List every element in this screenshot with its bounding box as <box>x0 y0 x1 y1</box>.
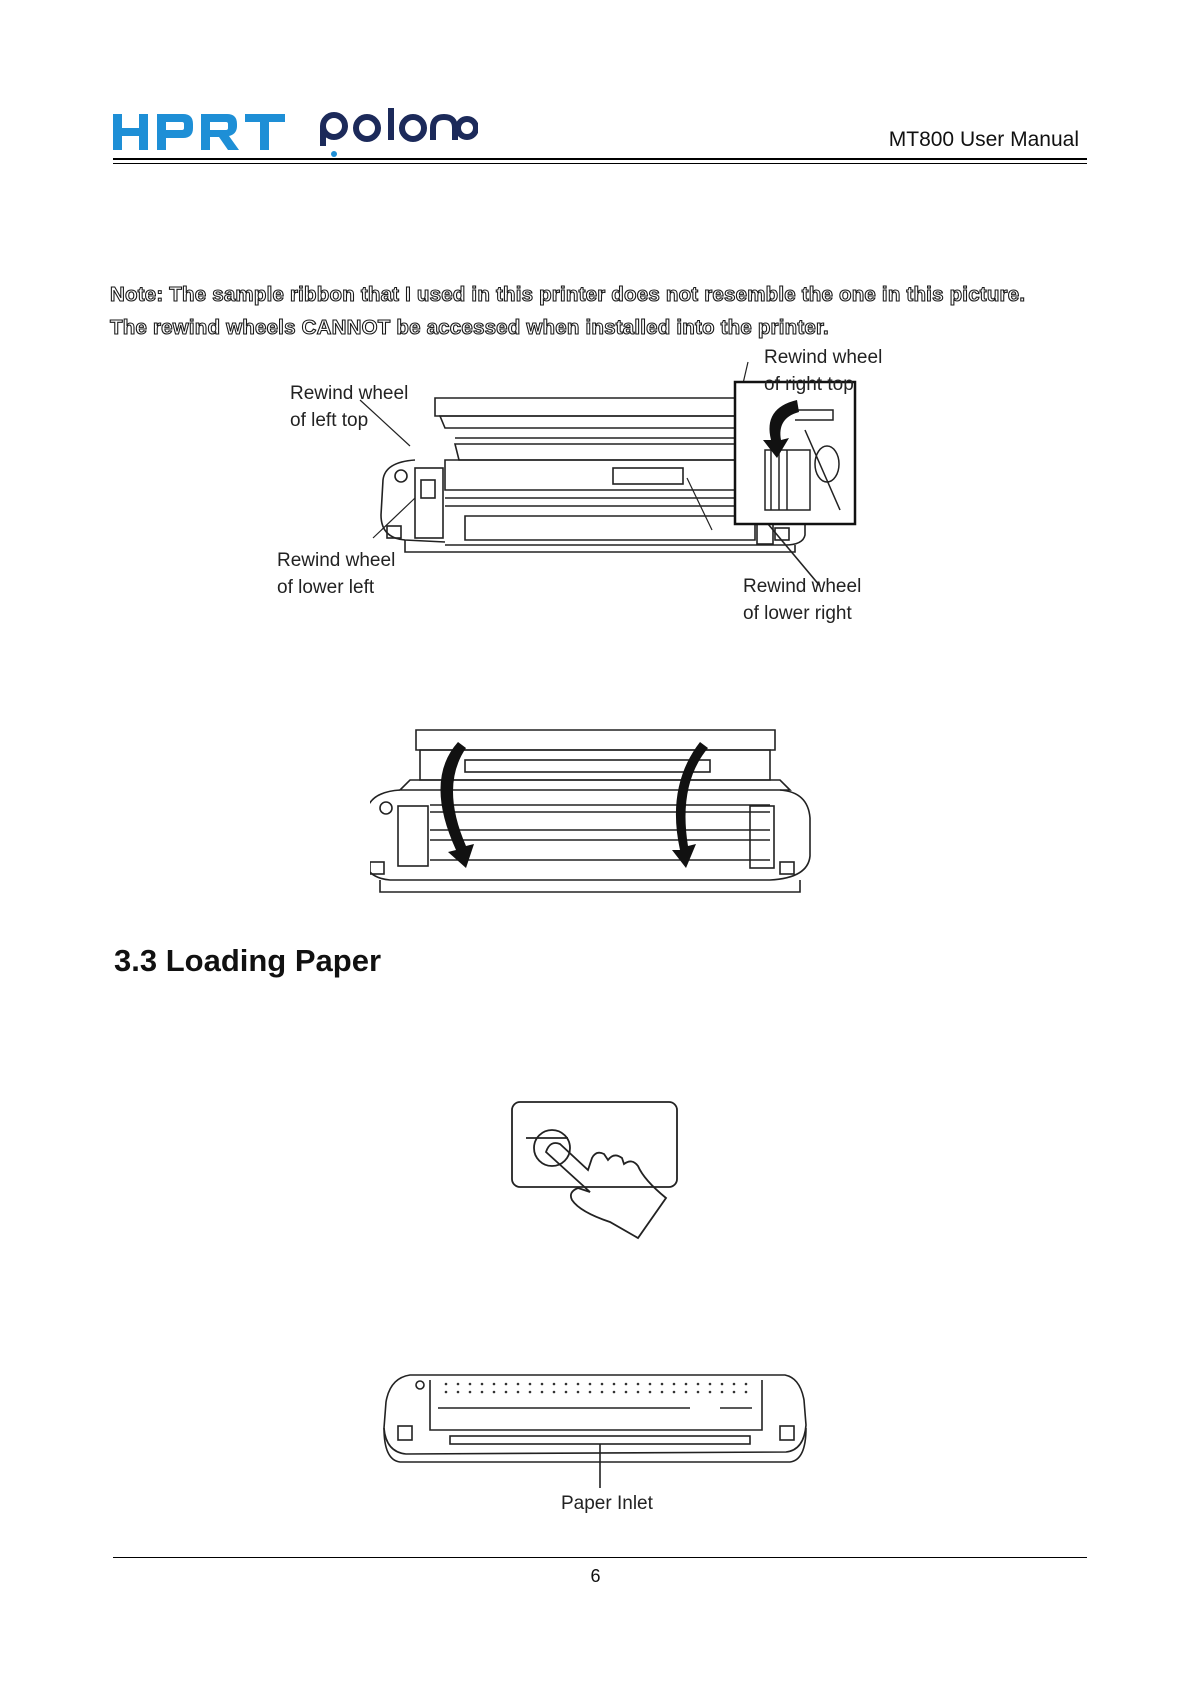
printer-front-illustration <box>383 1374 807 1488</box>
label-paper-inlet: Paper Inlet <box>561 1493 653 1514</box>
power-button-panel <box>511 1101 678 1188</box>
manual-title: MT800 User Manual <box>888 128 1079 151</box>
polono-logo <box>320 108 478 157</box>
ribbon-wheels-figure <box>265 340 945 630</box>
note-text: Note: The sample ribbon that I used in t… <box>109 278 1090 344</box>
pointing-hand-icon <box>526 1129 668 1240</box>
note-line-1: Note: The sample ribbon that I used in t… <box>109 282 1026 306</box>
label-rewind-lower-right: Rewind wheel of lower right <box>743 576 862 624</box>
press-button-figure <box>510 1100 690 1250</box>
printer-cover-close-illustration <box>370 729 811 893</box>
header-rule-thin <box>113 163 1087 164</box>
page-number: 6 <box>590 1566 601 1586</box>
close-cover-figure <box>370 720 840 900</box>
section-heading: 3.3 Loading Paper <box>114 943 382 978</box>
label-rewind-left-top: Rewind wheel of left top <box>290 383 409 431</box>
hprt-logo <box>113 114 285 150</box>
footer-rule <box>113 1557 1087 1558</box>
printer-open-illustration <box>359 361 857 587</box>
rotation-arrow-icon <box>763 400 799 458</box>
label-rewind-lower-left: Rewind wheel of lower left <box>277 550 396 598</box>
header-rule <box>113 158 1087 160</box>
label-rewind-right-top: Rewind wheel of right top <box>764 347 883 395</box>
note-line-2: The rewind wheels CANNOT be accessed whe… <box>109 315 829 339</box>
rewind-wheel-detail-inset <box>733 380 857 526</box>
paper-inlet-figure <box>380 1370 820 1520</box>
page-header: MT800 User Manual <box>0 0 1191 170</box>
close-arrow-icon <box>440 742 708 868</box>
